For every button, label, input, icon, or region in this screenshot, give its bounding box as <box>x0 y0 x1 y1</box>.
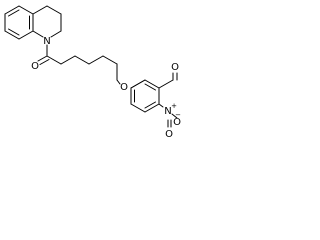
molecule-canvas: N O O O N + O − O <box>0 0 182 186</box>
bond <box>144 103 160 113</box>
nitrobenzaldehyde-ring <box>130 79 160 113</box>
double-bond-inner <box>144 83 156 91</box>
bond <box>50 30 62 38</box>
double-bond-inner <box>144 101 156 109</box>
nitro-nitrogen-label: N <box>164 106 171 117</box>
bond <box>46 55 62 65</box>
bond <box>74 55 90 65</box>
ether-oxygen-label: O <box>120 82 128 93</box>
structure-diagram: N O O O N + O − O <box>4 5 181 140</box>
bond <box>102 55 118 65</box>
bond <box>171 113 178 119</box>
bond <box>144 79 160 89</box>
bond <box>88 55 104 65</box>
acyl-chain <box>37 44 121 85</box>
bond <box>130 79 146 89</box>
bond <box>32 30 44 38</box>
bond <box>18 5 34 15</box>
bond <box>18 30 34 40</box>
bond <box>158 79 174 89</box>
ketone-oxygen-label: O <box>31 61 39 72</box>
double-bond-inner <box>8 28 20 36</box>
nitrogen-label: N <box>43 36 50 47</box>
double-bond-inner <box>8 9 20 17</box>
nitro-group <box>158 103 178 128</box>
carbonyl-bond-double <box>39 59 50 65</box>
nitro-oxygen-right-label: O <box>173 117 181 128</box>
carbonyl-bond <box>37 55 48 62</box>
aldehyde-oxygen-label: O <box>171 62 179 73</box>
nitro-positive-charge: + <box>171 102 177 110</box>
bond <box>4 30 20 40</box>
fused-benzene-ring <box>4 5 34 40</box>
saturated-ring <box>32 5 62 38</box>
bond <box>32 5 48 15</box>
bond <box>4 5 20 15</box>
aldehyde-group <box>158 72 178 89</box>
bond <box>130 103 146 113</box>
bond <box>46 5 62 15</box>
nitro-negative-charge: − <box>175 111 181 119</box>
bond <box>158 103 164 108</box>
bond <box>60 55 76 65</box>
bond <box>116 79 121 85</box>
nitro-oxygen-bottom-label: O <box>165 129 173 140</box>
